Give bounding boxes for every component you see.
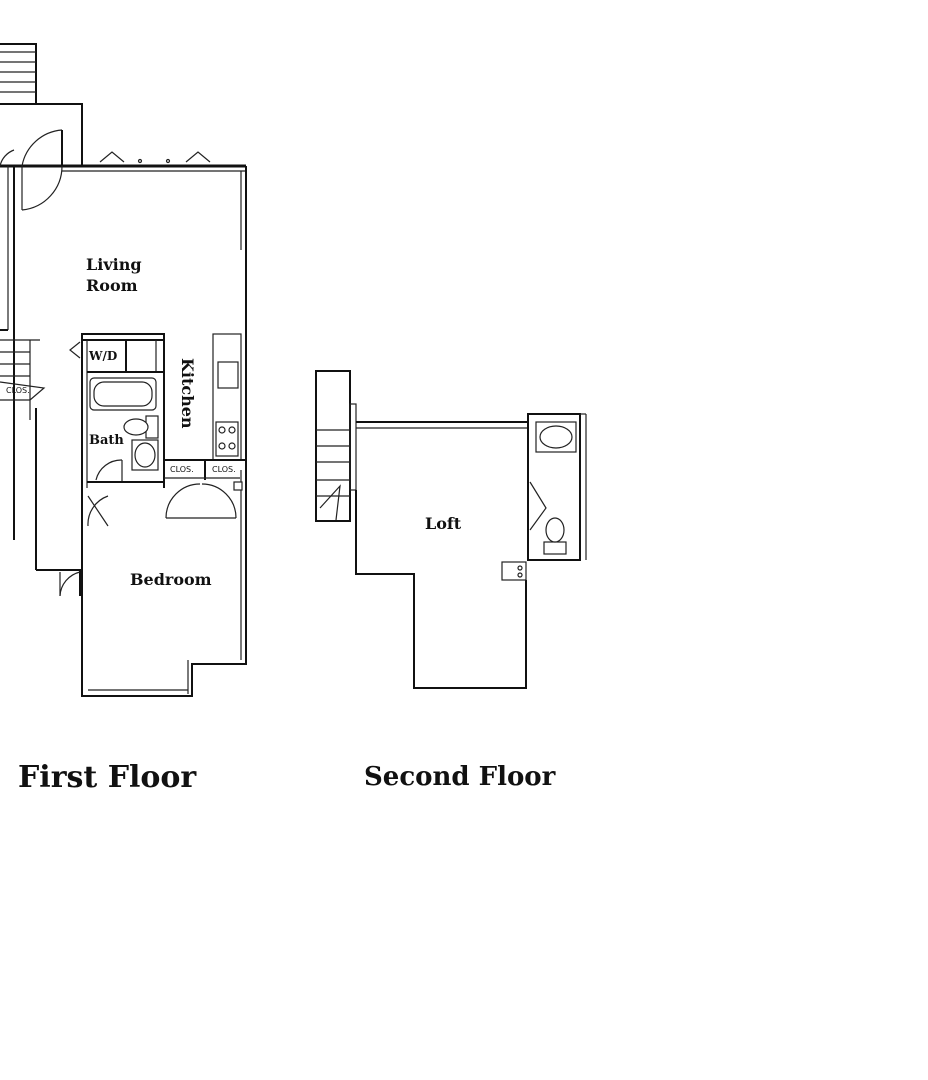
loft-walls	[355, 490, 527, 689]
first-floor-left-walls	[0, 166, 81, 597]
living-room-label-line2: Room	[86, 276, 138, 295]
kitchen-label: Kitchen	[178, 358, 197, 429]
closets	[164, 459, 246, 519]
closet-label-left: CLOS.	[6, 386, 30, 395]
loft-bath	[527, 413, 587, 561]
bath-label: Bath	[89, 433, 124, 448]
stair-top-left	[0, 43, 83, 166]
closet-label-mid: CLOS.	[170, 465, 194, 474]
entry-doors	[0, 129, 63, 211]
first-floor-plan: Living Room W/D Kitchen Bath Bedroom CLO…	[0, 43, 247, 697]
wd-label: W/D	[88, 349, 117, 363]
second-floor-plan: Loft	[315, 370, 587, 689]
bedroom-label: Bedroom	[130, 570, 212, 589]
second-floor-title: Second Floor	[364, 762, 556, 792]
closet-label-right: CLOS.	[212, 465, 236, 474]
first-floor-right-wall	[240, 166, 247, 660]
first-floor-title: First Floor	[18, 760, 197, 795]
loft-label: Loft	[425, 514, 462, 533]
living-room-label-line1: Living	[86, 255, 142, 274]
bedroom-walls	[81, 488, 247, 697]
bath-block	[69, 333, 165, 488]
kitchen-counter	[212, 333, 242, 461]
living-room-top-wall	[0, 151, 246, 172]
loft-stair	[315, 370, 357, 522]
